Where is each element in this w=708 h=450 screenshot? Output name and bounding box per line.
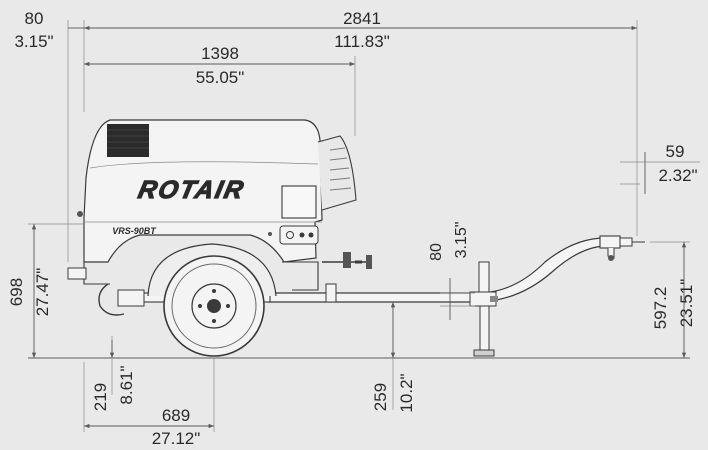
dim-frame-clearance-mm: 259 xyxy=(371,383,390,411)
dim-ground-clearance-mm: 219 xyxy=(91,383,110,411)
dim-frame-clearance-in: 10.2" xyxy=(397,373,416,412)
dim-jack-offset-mm: 80 xyxy=(428,243,445,261)
dim-overall-length-in: 111.83" xyxy=(334,32,390,51)
jack-stand xyxy=(469,261,498,357)
control-panel xyxy=(279,225,319,245)
hitch-coupler xyxy=(599,235,645,261)
dim-hitch-drop-in: 2.32" xyxy=(658,166,697,185)
dim-ground-clearance-in: 8.61" xyxy=(117,365,136,404)
model-plate: VRS-90BT xyxy=(112,226,157,236)
dim-body-length-in: 55.05" xyxy=(196,68,245,87)
dim-hitch-height-mm: 597.2 xyxy=(651,287,670,330)
exhaust-hood xyxy=(317,135,357,211)
dim-jack-offset-in: 3.15" xyxy=(453,222,470,259)
dim-offset-front-in: 3.15" xyxy=(14,32,53,51)
air-intake-grille xyxy=(107,124,149,157)
brand-logo: ROTAIR xyxy=(136,176,248,204)
service-valve xyxy=(322,252,372,269)
dim-overall-length-mm: 2841 xyxy=(343,9,381,28)
dim-hitch-height-in: 23.51" xyxy=(677,279,696,328)
dim-overall-height-mm: 698 xyxy=(7,278,26,306)
wheel xyxy=(163,255,265,357)
hose-reel xyxy=(98,283,125,316)
dim-axle-position-mm: 689 xyxy=(162,406,190,425)
compressor-trailer: ROTAIR VRS-90BT xyxy=(67,119,645,357)
dim-offset-front-mm: 80 xyxy=(25,9,44,28)
dim-overall-height-in: 27.47" xyxy=(33,268,52,317)
roof-line xyxy=(89,161,319,169)
rear-light xyxy=(67,267,87,280)
dim-body-length-mm: 1398 xyxy=(201,44,239,63)
dim-axle-position-in: 27.12" xyxy=(152,429,201,448)
dim-hitch-drop-mm: 59 xyxy=(666,142,685,161)
side-window xyxy=(281,185,317,219)
